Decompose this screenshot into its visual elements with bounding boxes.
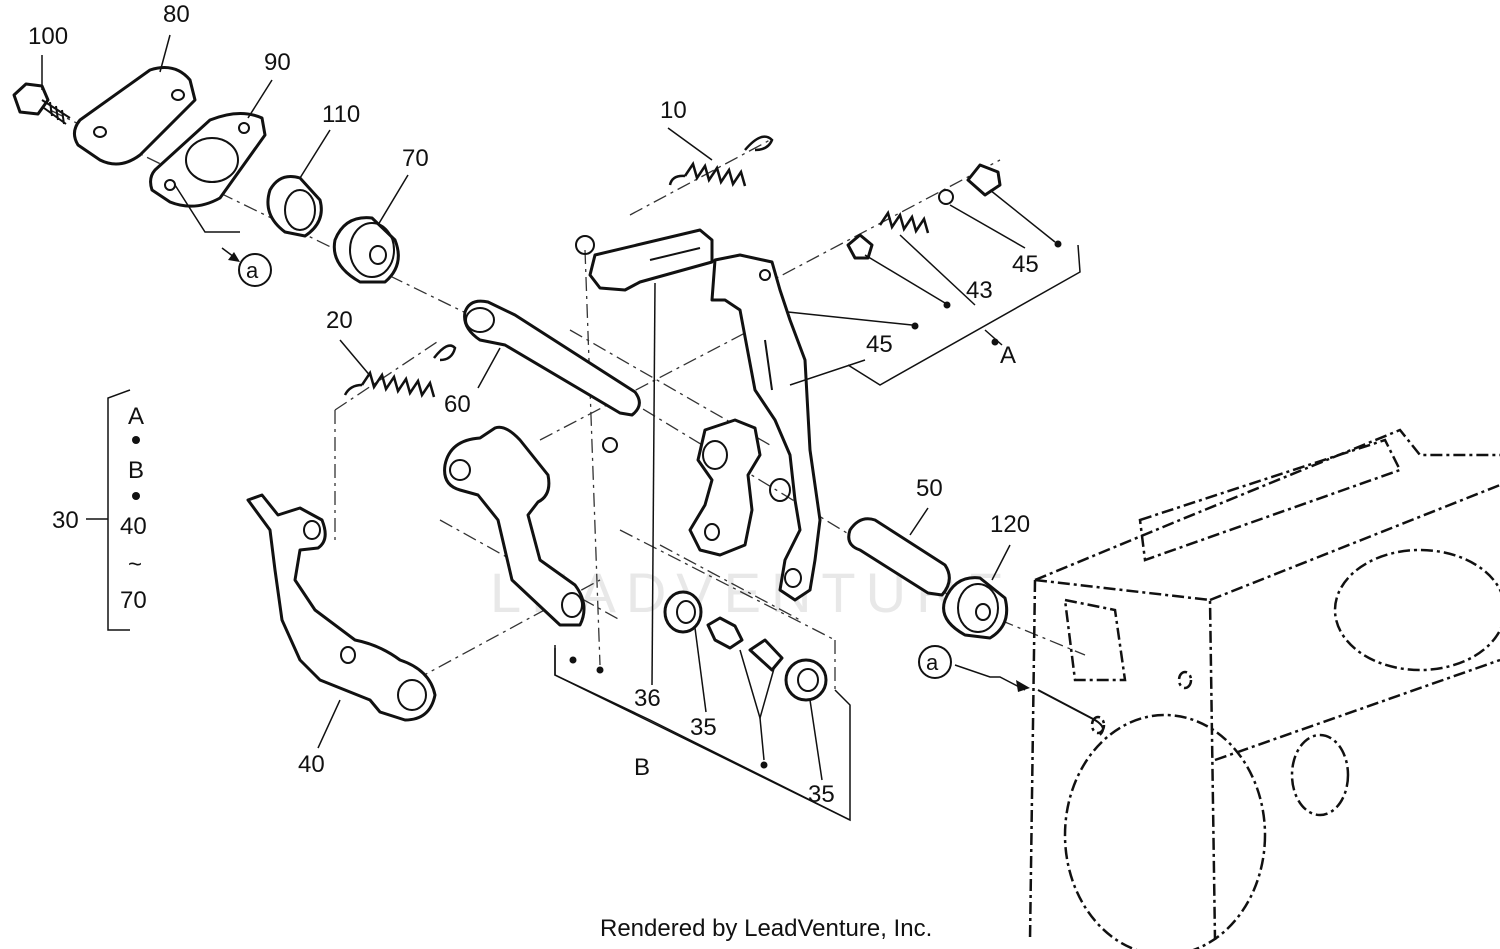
label-30: 30 <box>52 507 79 534</box>
legend-line-4: ~ <box>128 551 142 578</box>
label-50: 50 <box>916 475 943 502</box>
label-110: 110 <box>322 101 360 128</box>
label-group-b: B <box>634 754 650 781</box>
ball-45-right <box>938 189 954 205</box>
label-35-left: 35 <box>690 714 717 741</box>
label-10: 10 <box>660 97 687 124</box>
sleeve-50 <box>847 517 951 597</box>
label-20: 20 <box>326 307 353 334</box>
washer-35-left <box>663 590 703 634</box>
ring-110 <box>266 175 323 238</box>
label-70: 70 <box>402 145 429 172</box>
label-120: 120 <box>990 511 1030 538</box>
label-80: 80 <box>163 1 190 28</box>
gasket-90 <box>149 112 267 208</box>
spring-20 <box>343 344 457 398</box>
footer-credit: Rendered by LeadVenture, Inc. <box>600 915 932 942</box>
label-40: 40 <box>298 751 325 778</box>
group-b-bracket <box>554 648 851 821</box>
engine-block <box>1028 428 1500 949</box>
legend-line-1: A <box>128 403 144 430</box>
label-36: 36 <box>634 685 661 712</box>
cover-plate-80 <box>73 66 197 166</box>
label-60: 60 <box>444 391 471 418</box>
spring-43 <box>878 210 930 234</box>
label-35-right: 35 <box>808 781 835 808</box>
valve-45-right <box>846 233 874 260</box>
label-45-center: 45 <box>866 331 893 358</box>
label-43: 43 <box>966 277 993 304</box>
ball-45-center <box>602 437 618 453</box>
plate-36 <box>575 228 714 292</box>
plug-45-right <box>966 163 1002 197</box>
legend-line-2: B <box>128 457 144 484</box>
washer-35-right <box>784 658 828 702</box>
ref-a-bottom-label: a <box>926 650 939 675</box>
governor-plate <box>710 253 822 602</box>
bearing-120 <box>942 576 1009 640</box>
label-90: 90 <box>264 49 291 76</box>
label-100: 100 <box>28 23 68 50</box>
ref-circle-a-top: a <box>221 247 272 287</box>
shaft-60 <box>463 299 641 417</box>
ref-circle-a-bottom: a <box>918 645 1105 736</box>
bolt-100 <box>12 82 71 125</box>
plug-small <box>706 616 744 650</box>
bracket <box>688 418 762 557</box>
label-45-right: 45 <box>1012 251 1039 278</box>
label-group-a: A <box>1000 342 1016 369</box>
leader-dots <box>132 240 1062 769</box>
legend-line-5: 70 <box>120 587 147 614</box>
ref-a-top-label: a <box>246 258 259 283</box>
part-labels: 100 80 90 110 70 10 45 43 45 A 20 60 30 … <box>28 1 1039 808</box>
spring-small-b <box>748 638 784 672</box>
legend-line-3: 40 <box>120 513 147 540</box>
lever-40 <box>246 493 437 722</box>
bearing-70 <box>332 216 400 284</box>
spring-10 <box>668 135 774 187</box>
arm-lever <box>443 425 586 627</box>
group-30-legend: A B 40 ~ 70 <box>120 403 147 614</box>
